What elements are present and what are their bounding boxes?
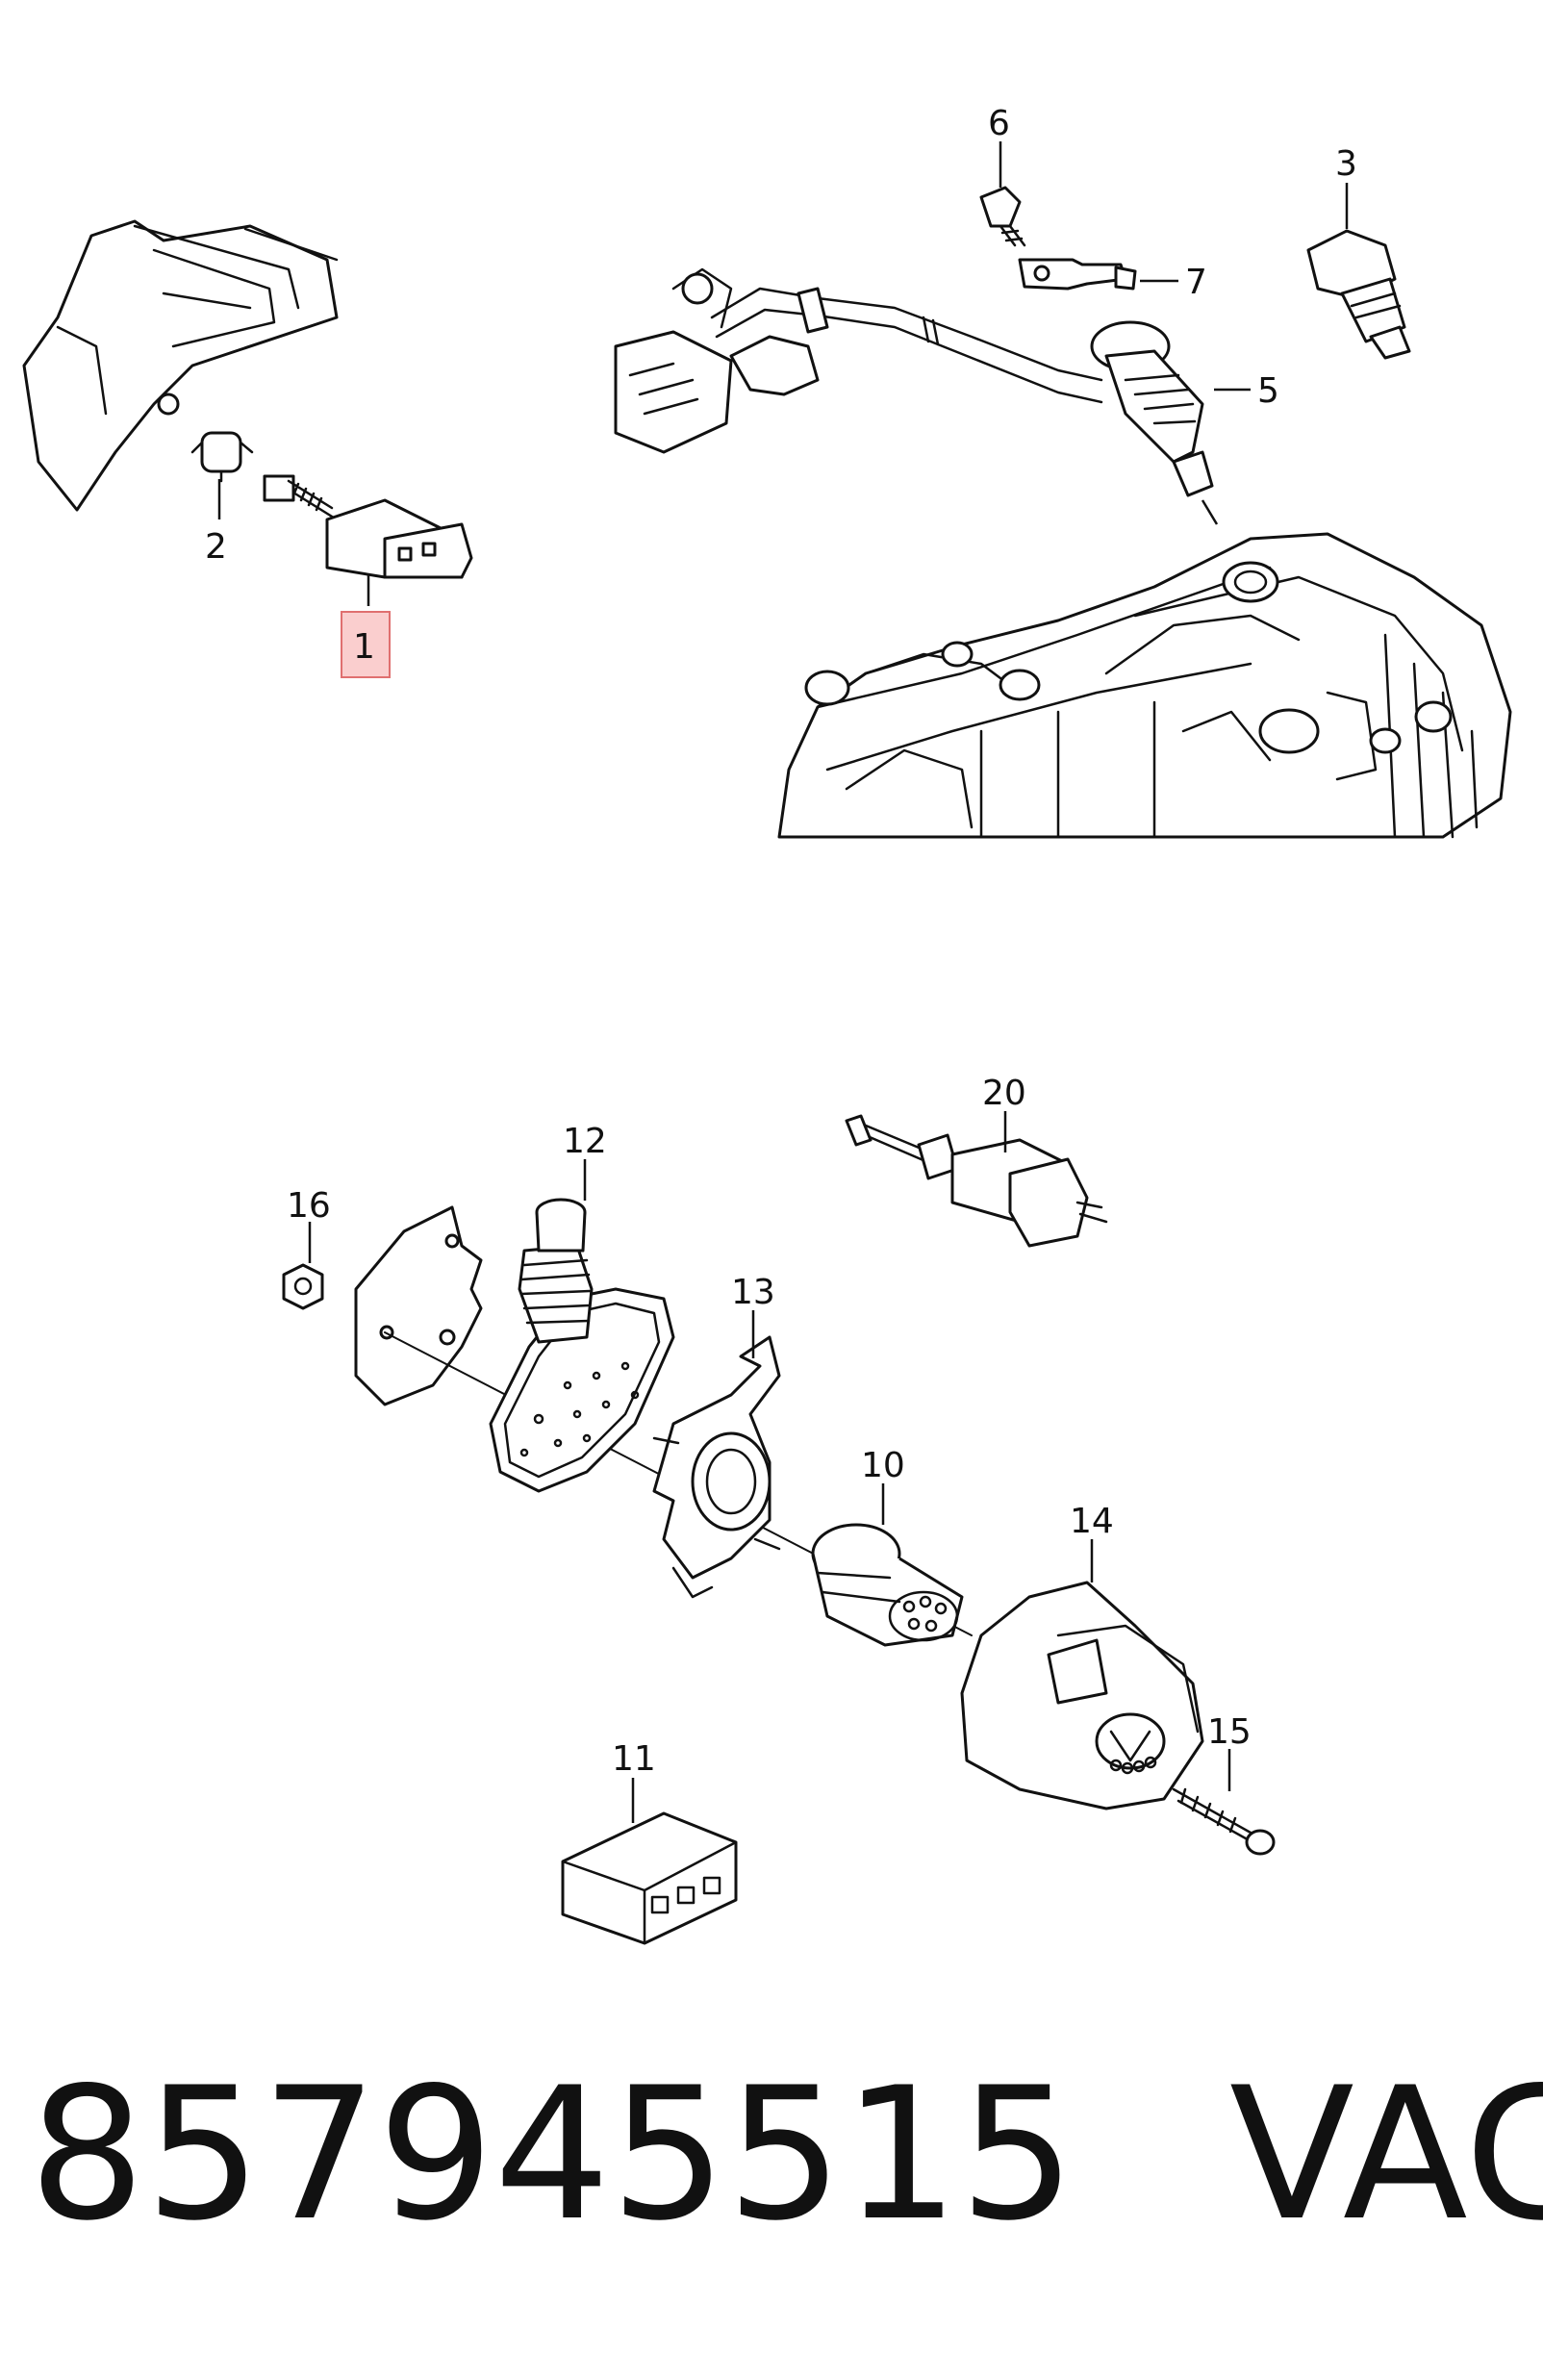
cover-part-14 xyxy=(960,1581,1204,1810)
part-footer: 857945515 VAG xyxy=(29,2048,1543,2261)
callout-3: 3 xyxy=(1335,144,1357,184)
callout-1-highlight xyxy=(341,611,391,678)
brand-label: VAG xyxy=(1228,2048,1543,2261)
callout-6: 6 xyxy=(988,104,1010,143)
callout-2: 2 xyxy=(205,527,227,567)
bracket-part-13 xyxy=(652,1335,781,1599)
nut-part-16 xyxy=(282,1263,324,1310)
mounting-plate xyxy=(354,1205,483,1406)
screw-part-15 xyxy=(1172,1787,1276,1856)
callout-11: 11 xyxy=(612,1739,656,1779)
module-part-10 xyxy=(811,1523,964,1647)
temperature-sensor-part-3 xyxy=(1306,229,1411,360)
pedal-bracket xyxy=(22,219,339,512)
callout-13: 13 xyxy=(731,1273,775,1312)
bracket-part-7 xyxy=(1018,258,1137,291)
callout-12: 12 xyxy=(563,1122,607,1161)
callout-10: 10 xyxy=(861,1446,905,1485)
callout-20: 20 xyxy=(982,1074,1026,1113)
clip-part-2 xyxy=(190,431,254,483)
gearbox-housing xyxy=(777,532,1512,839)
callout-7: 7 xyxy=(1185,263,1207,302)
callout-15: 15 xyxy=(1207,1712,1252,1752)
callout-14: 14 xyxy=(1070,1502,1114,1541)
callout-1: 1 xyxy=(353,627,375,667)
brake-light-switch-part-1 xyxy=(263,474,473,579)
relay-part-11 xyxy=(561,1811,738,1945)
diaphragm-part-12 xyxy=(489,1198,675,1493)
callout-5: 5 xyxy=(1257,371,1279,411)
bolt-part-6 xyxy=(979,186,1026,247)
callout-16: 16 xyxy=(287,1186,331,1226)
wiring-harness xyxy=(614,267,1103,454)
part-number: 857945515 xyxy=(29,2048,1075,2261)
switch-part-20 xyxy=(845,1114,1108,1248)
speed-sensor-part-5 xyxy=(1090,320,1214,497)
